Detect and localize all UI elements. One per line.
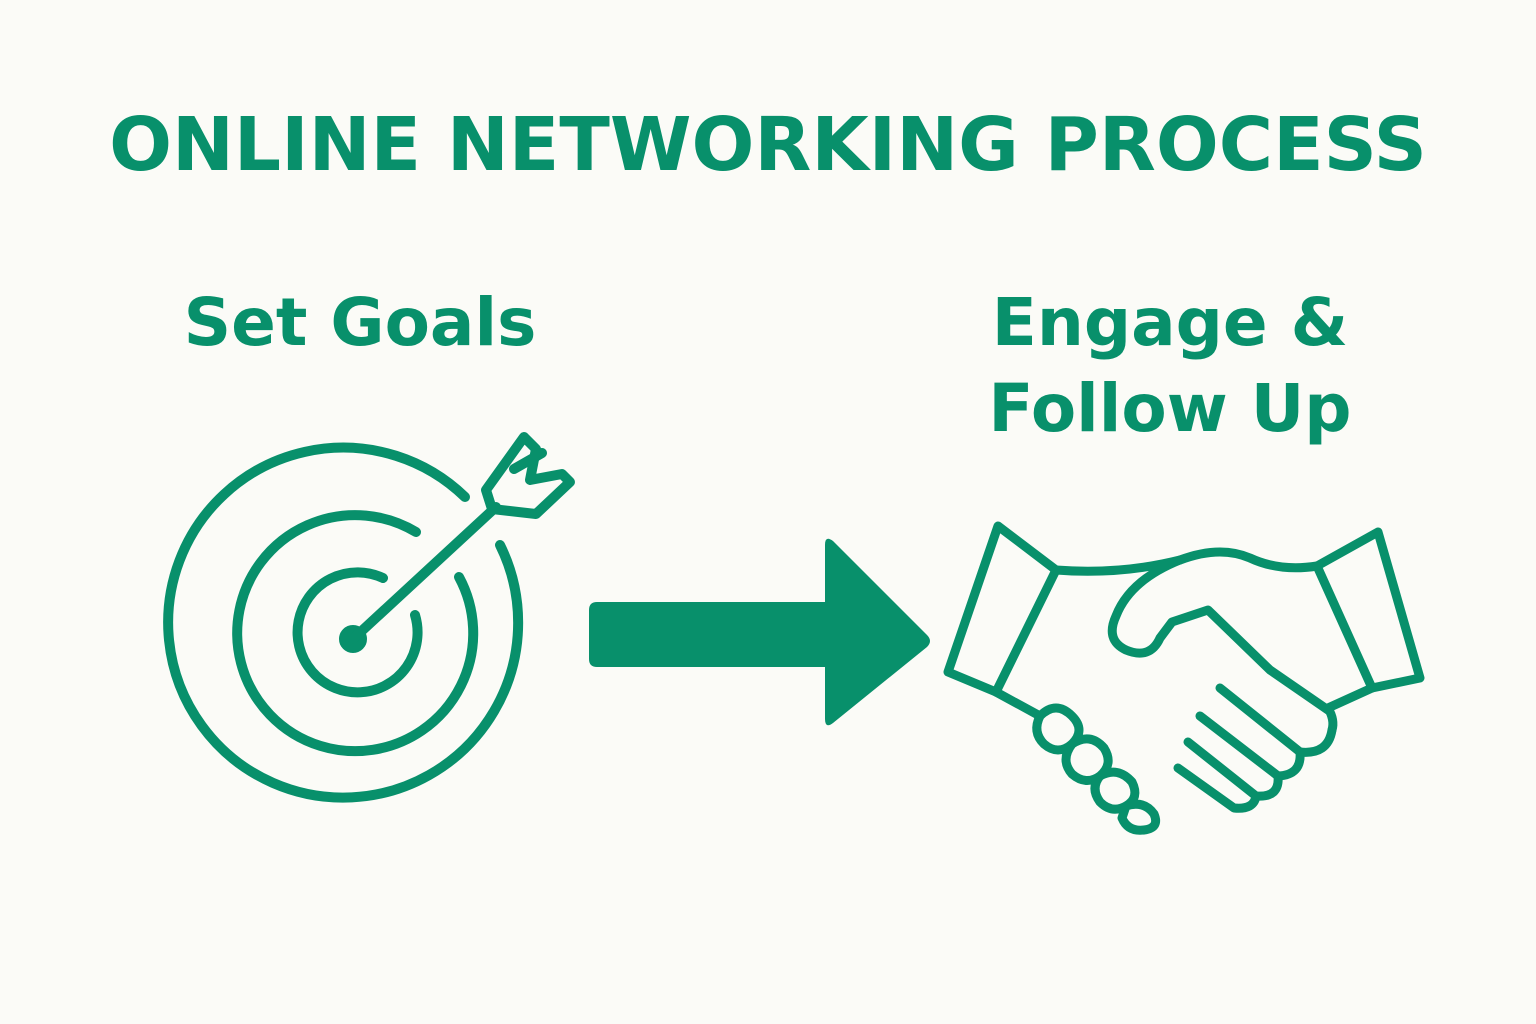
step-label-set-goals: Set Goals [183, 284, 537, 361]
target-arrow-icon [163, 432, 575, 803]
step-label-line-2: Follow Up [988, 369, 1352, 447]
page-title: ONLINE NETWORKING PROCESS [109, 102, 1427, 188]
step-label-engage-follow-up: Engage & Follow Up [960, 280, 1380, 452]
handshake-icon [943, 521, 1425, 835]
step-label-line-1: Engage & [991, 284, 1349, 361]
right-arrow-icon [589, 538, 930, 726]
